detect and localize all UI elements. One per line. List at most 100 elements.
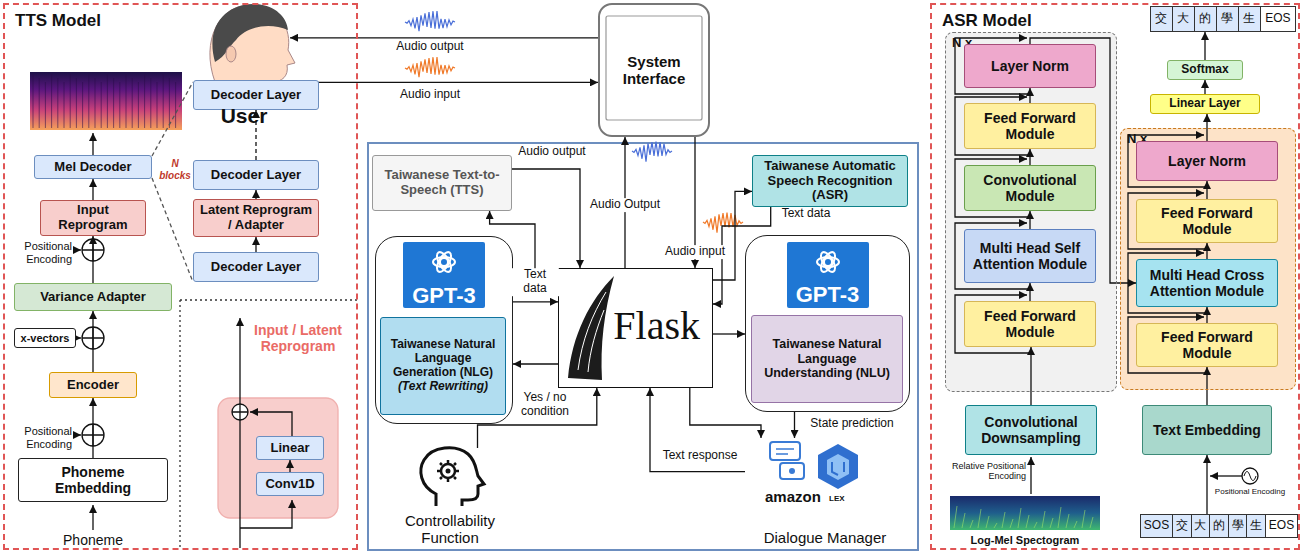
node-text: Text Embedding — [1153, 422, 1261, 438]
token-row: 交大的學生EOS — [1150, 6, 1296, 32]
edge-label: Yes / no condition — [514, 391, 576, 419]
edge-label: Audio input — [663, 245, 727, 259]
connector — [513, 363, 558, 364]
reprogram-detail: Input / Latent ReprogramLinearConv1D — [218, 398, 338, 518]
node-text: TTS Model — [15, 11, 101, 31]
spectrogram-stroke — [994, 523, 997, 528]
decoder-layer: Decoder Layer — [193, 252, 319, 282]
node-text: System Interface — [610, 53, 698, 88]
controllability: Controllability Function — [395, 448, 505, 548]
spectrogram-stroke — [978, 509, 981, 528]
connector — [794, 412, 795, 438]
node-text: Variance Adapter — [40, 290, 146, 305]
connector — [255, 237, 256, 252]
node-text: 生 — [1239, 7, 1261, 31]
spectrogram-stroke — [144, 74, 145, 128]
encoder-group: N xLayer NormFeed Forward ModuleConvolut… — [945, 32, 1117, 392]
waveform — [703, 212, 743, 232]
annotation: N blocks — [158, 158, 192, 181]
system-interface: System Interface — [598, 3, 710, 137]
node-text: EOS — [1266, 515, 1297, 537]
node-text: EOS — [1261, 7, 1295, 31]
edge-label: Audio output — [394, 40, 465, 54]
phone-screen — [606, 16, 702, 120]
spectrogram-stroke — [1090, 517, 1093, 528]
node-text: Flask — [613, 303, 700, 349]
spectrogram-stroke — [76, 78, 77, 128]
node-text: Dialogue Manager — [745, 529, 905, 546]
connector — [1204, 80, 1205, 94]
decoder-layer: Decoder Layer — [193, 160, 319, 190]
node-text: Mel Decoder — [54, 160, 131, 175]
spectrogram-stroke — [1074, 521, 1077, 528]
logo-stroke — [434, 250, 454, 274]
xvector-box: x-vectors — [14, 328, 76, 348]
waveform — [405, 11, 455, 31]
node-text: Convolutional Downsampling — [970, 414, 1092, 446]
spectrogram-stroke — [1042, 511, 1045, 528]
node-text: 交 — [1151, 7, 1173, 31]
spectrogram-stroke — [175, 82, 176, 128]
spectrogram-stroke — [1034, 522, 1037, 528]
edge-label: Text data — [511, 268, 559, 296]
node-text: Feed Forward Module — [1141, 329, 1273, 361]
connector — [92, 179, 93, 200]
nlu-group: GPT-3Taiwanese Natural Language Understa… — [745, 235, 910, 412]
spectrogram-stroke — [1002, 512, 1005, 528]
node-text: Latent Reprogram / Adapter — [198, 203, 314, 233]
spectrogram-stroke — [163, 74, 164, 128]
spectrogram-stroke — [954, 506, 957, 528]
connector — [1206, 181, 1207, 199]
feed-forward: Feed Forward Module — [964, 301, 1096, 347]
spectrogram-stroke — [1082, 510, 1085, 528]
node-text: Feed Forward Module — [1141, 205, 1273, 237]
connector — [1206, 367, 1207, 405]
decoder-box: Mel Decoder — [34, 155, 152, 179]
asr-drawing — [945, 32, 1296, 530]
spectrogram-stroke — [39, 78, 40, 128]
node-text: Decoder Layer — [211, 260, 301, 275]
spectrogram-stroke — [1066, 514, 1069, 528]
connector — [1030, 347, 1031, 405]
spectrogram-stroke — [57, 78, 58, 128]
annotation: Positional Encoding — [10, 240, 72, 265]
layer-norm: Layer Norm — [964, 44, 1096, 88]
node-text: Softmax — [1181, 63, 1228, 77]
spectrogram-stroke — [51, 74, 52, 128]
linear-layer: Linear Layer — [1150, 94, 1260, 114]
logo-stroke — [824, 258, 832, 266]
node-text: Layer Norm — [1168, 153, 1246, 169]
spectrogram-stroke — [962, 513, 965, 528]
connector — [713, 191, 752, 280]
connector — [92, 398, 93, 458]
edge-label: Audio Output — [588, 198, 662, 212]
tts-box: Taiwanese Text-to-Speech (TTS) — [372, 155, 512, 211]
edge-label: Text data — [780, 207, 833, 221]
nlg-group: GPT-3Taiwanese Natural Language Generati… — [375, 236, 513, 424]
reprogram-box: Input Reprogram — [40, 200, 146, 236]
spectrogram-stroke — [1010, 519, 1013, 528]
node-text: GPT-3 — [746, 282, 909, 307]
connector — [513, 301, 558, 302]
annotation: Phoneme — [50, 532, 136, 548]
connector — [1206, 243, 1207, 259]
spectrogram-stroke — [33, 74, 34, 128]
decoder-group: N xLayer NormFeed Forward ModuleMulti He… — [1120, 128, 1296, 390]
node-text: 學 — [1217, 7, 1239, 31]
edge-label: Audio output — [516, 145, 587, 159]
node-text: 生 — [1247, 515, 1266, 537]
nlu-box: Taiwanese Natural Language Understanding… — [751, 315, 903, 403]
node-text: Linear Layer — [1169, 97, 1240, 111]
layer-norm: Layer Norm — [1136, 141, 1278, 181]
spectrogram-stroke — [82, 82, 83, 128]
connector — [290, 82, 598, 83]
node-text: Taiwanese Natural Language Understanding… — [756, 337, 898, 380]
node-text: Encoder — [67, 378, 119, 393]
connector — [1029, 149, 1030, 165]
annotation: Relative Positional Encoding — [938, 461, 1026, 482]
logo-stroke — [440, 258, 448, 266]
feed-forward: Feed Forward Module — [1136, 323, 1278, 367]
node-text: Feed Forward Module — [969, 110, 1091, 142]
logo-stroke — [818, 250, 838, 274]
asr-box: Taiwanese Automatic Speech Recognition (… — [752, 155, 908, 207]
